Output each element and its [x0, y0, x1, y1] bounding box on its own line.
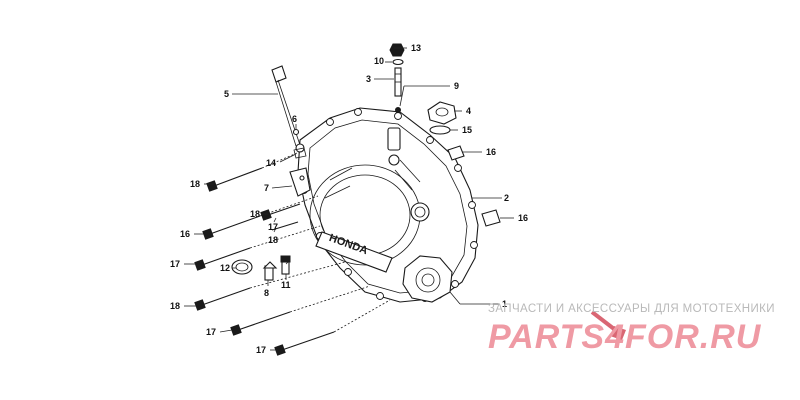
callout-18-top: 18: [190, 179, 200, 189]
callout-12: 12: [220, 263, 230, 273]
callout-4: 4: [466, 106, 471, 116]
callout-9: 9: [454, 81, 459, 91]
bracket-parts: [289, 128, 311, 197]
assembly-guides: [249, 149, 391, 333]
callout-17-lower: 17: [206, 327, 216, 337]
callout-3: 3: [366, 74, 371, 84]
callout-7: 7: [264, 183, 269, 193]
callout-17-left: 17: [170, 259, 180, 269]
callout-15: 15: [462, 125, 472, 135]
callout-8: 8: [264, 288, 269, 298]
callout-10: 10: [374, 56, 384, 66]
callout-13: 13: [411, 43, 421, 53]
callout-18-mid: 18: [250, 209, 260, 219]
callout-14: 14: [266, 158, 276, 168]
callout-1: 1: [502, 299, 507, 309]
callout-6: 6: [292, 114, 297, 124]
callout-5: 5: [224, 89, 229, 99]
callout-18-bottom: 18: [170, 301, 180, 311]
clutch-cover: HONDA: [297, 107, 479, 303]
callout-16-top: 16: [486, 147, 496, 157]
dowel-pins: [447, 145, 501, 227]
callout-11: 11: [281, 280, 291, 290]
watermark-logo: PARTS4FOR.RU: [488, 318, 762, 356]
callout-16-right: 16: [518, 213, 528, 223]
callout-18-small: 18: [268, 235, 278, 245]
plunger-assembly: [389, 43, 405, 113]
callout-2: 2: [504, 193, 509, 203]
callout-17-mid: 17: [268, 222, 278, 232]
watermark-tagline: ЗАПЧАСТИ И АКСЕССУАРЫ ДЛЯ МОТОТЕХНИКИ: [488, 303, 775, 315]
wrench-icon: [590, 310, 626, 340]
leader-lines: [184, 47, 514, 351]
cap-assembly: [427, 101, 457, 135]
callout-16-left: 16: [180, 229, 190, 239]
flange-bolts: [194, 167, 335, 356]
callouts: 13 10 3 9 5 4 15 6 16 14 18 7 2 18 16 17…: [170, 43, 528, 355]
callout-17-bottom: 17: [256, 345, 266, 355]
plug-and-small-bolts: [231, 255, 291, 281]
lever-assembly: [271, 65, 305, 153]
